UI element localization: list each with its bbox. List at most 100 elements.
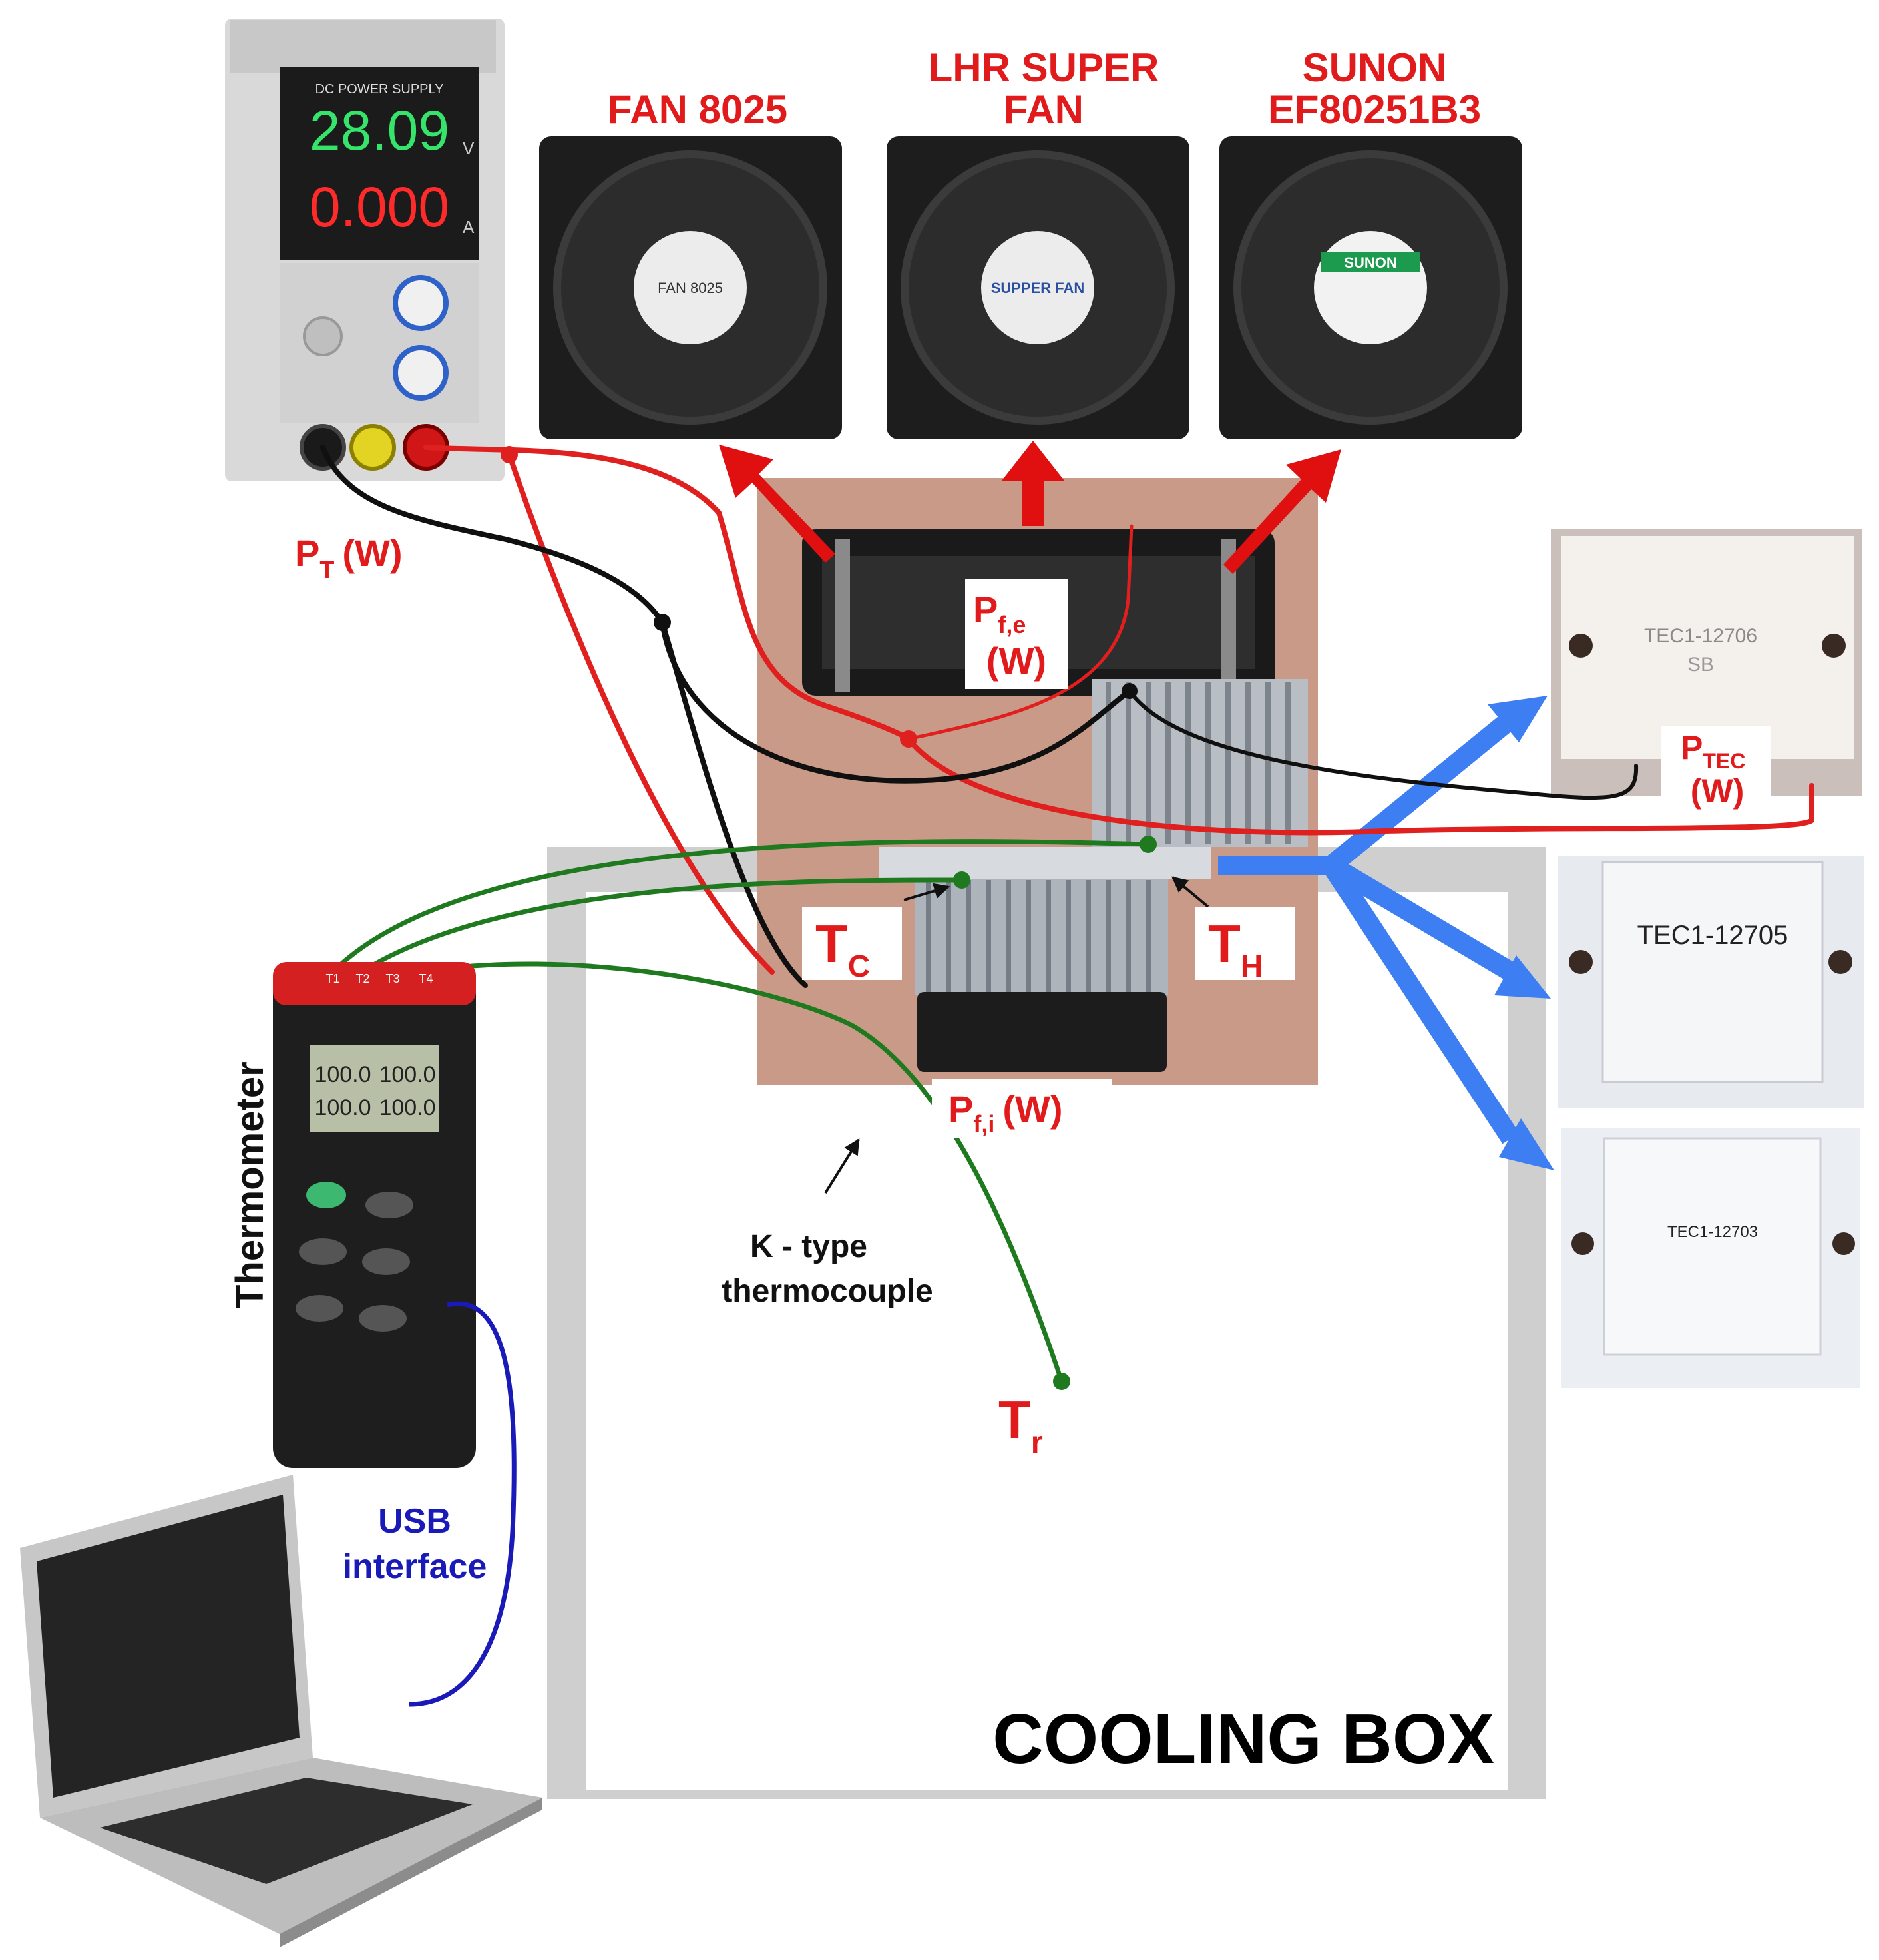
th-symbol: T [1208,914,1241,973]
pfe-sub: f,e [998,611,1026,638]
total-power-label: PT (W) [295,532,403,583]
tc-sub: C [848,949,870,983]
power-supply-title: DC POWER SUPPLY [315,82,444,97]
thermometer-side-label: Thermometer [228,1061,272,1308]
tec-12703-model: TEC1-12703 [1667,1223,1758,1241]
tr-sub: r [1031,1425,1043,1459]
ground-terminal[interactable] [349,424,396,471]
pfi-sub: f,i [973,1110,994,1138]
ptec-sub: TEC [1703,749,1745,773]
pt-unit: (W) [342,532,402,574]
room-temp-label: Tr [998,1390,1043,1459]
thermocouple-label-line2: thermocouple [722,1274,933,1309]
tec-module-12703: TEC1-12703 [1561,1128,1860,1388]
reading-2: 100.0 [379,1062,435,1087]
thermometer-unit-button[interactable] [359,1305,407,1332]
svg-text:PT(W): PT (W) [295,532,403,583]
tr-symbol: T [998,1390,1031,1449]
reading-1: 100.0 [314,1062,371,1087]
fan-8025: FAN 8025 [539,136,842,439]
current-unit: A [463,217,475,237]
th-sub: H [1241,949,1263,983]
pfe-unit: (W) [986,640,1046,682]
hot-side-heatsink [1092,679,1308,847]
reading-4: 100.0 [379,1095,435,1120]
voltage-knob[interactable] [393,275,449,331]
current-knob[interactable] [393,345,449,401]
tc-probe [953,871,970,889]
fan-sunon-sticker: SUNON [1344,254,1396,271]
fan-lhr-label-line2: FAN [1004,87,1084,132]
fan-8025-label: FAN 8025 [608,87,787,132]
thermometer-t1t2-button[interactable] [365,1192,413,1218]
th-probe [1140,836,1157,853]
laptop [20,1475,542,1947]
aluminium-plate [879,847,1211,879]
fan-option-arrows [719,441,1341,574]
fan-lhr-super: SUPPER FAN [887,136,1189,439]
laptop-keyboard [100,1778,473,1884]
reading-3: 100.0 [314,1095,371,1120]
tec-module-12706: TEC1-12706 SB [1551,529,1862,796]
svg-text:TH: TH [1208,914,1263,983]
thermometer-rel-button[interactable] [296,1295,343,1322]
thermometer: T1 T2 T3 T4 100.0 100.0 100.0 100.0 [273,962,476,1468]
tc-label: TC [802,907,902,983]
th-label: TH [1195,907,1295,983]
pt-symbol: P [295,532,319,574]
ptec-label: PTEC (W) [1661,726,1771,816]
voltage-unit: V [463,138,475,158]
tec-module-12705: TEC1-12705 [1558,856,1864,1108]
fan-lhr-sticker: SUPPER FAN [991,280,1085,296]
tec-arrow-heads [1488,696,1554,1170]
usb-label-line2: interface [343,1547,487,1586]
ptec-symbol: P [1681,729,1703,766]
cold-side-heatsink [915,879,1168,995]
svg-text:TC: TC [815,914,870,983]
tec-option-arrows [1218,716,1520,1144]
pfi-unit: (W) [1002,1088,1062,1130]
thermometer-on-button[interactable] [306,1182,346,1208]
wire-junctions [501,446,1138,748]
thermometer-maxmin-button[interactable] [362,1248,410,1275]
svg-text:Pf,i(W): Pf,i (W) [948,1088,1063,1138]
pfi-label: Pf,i (W) [932,1079,1112,1138]
svg-text:Tr: Tr [998,1390,1043,1459]
channel-t2: T2 [355,972,369,985]
cooling-box-label: COOLING BOX [992,1700,1494,1778]
tc-symbol: T [815,914,848,973]
thermometer-hold-button[interactable] [299,1238,347,1265]
channel-t1: T1 [325,972,339,985]
fan-8025-sticker: FAN 8025 [658,280,723,296]
pfi-symbol: P [948,1088,973,1130]
thermometer-lcd [310,1045,439,1132]
internal-fan [917,992,1167,1072]
current-display: 0.000 [310,176,449,238]
fan-sunon-label-line1: SUNON [1303,45,1447,90]
ptec-unit: (W) [1691,772,1745,810]
voltage-display: 28.09 [310,99,449,162]
pfe-label: Pf,e (W) [965,579,1068,689]
power-wires [320,445,1814,988]
channel-t4: T4 [419,972,433,985]
tr-probe [1053,1373,1070,1390]
svg-text:Pf,e: Pf,e [973,589,1026,638]
pointer-arrows [824,876,1209,1194]
svg-text:PTEC: PTEC [1681,729,1745,773]
tec-12705-model: TEC1-12705 [1637,921,1788,950]
tec-12706-extra: SB [1687,654,1714,676]
usb-label-line1: USB [378,1502,451,1541]
thermocouple-label-line1: K - type [750,1229,867,1264]
tec-12706-model: TEC1-12706 [1644,625,1757,647]
pfe-symbol: P [973,589,998,630]
usb-cable [409,1301,517,1707]
fan-sunon-label-line2: EF80251B3 [1268,87,1481,132]
power-button[interactable] [303,316,343,356]
thermocouple-wires [331,839,1149,1383]
channel-t3: T3 [385,972,399,985]
dc-power-supply: DC POWER SUPPLY 28.09 V 0.000 A [225,19,505,481]
pt-sub: T [319,556,334,583]
fan-sunon: SUNON [1219,136,1522,439]
fan-lhr-label-line1: LHR SUPER [929,45,1159,90]
